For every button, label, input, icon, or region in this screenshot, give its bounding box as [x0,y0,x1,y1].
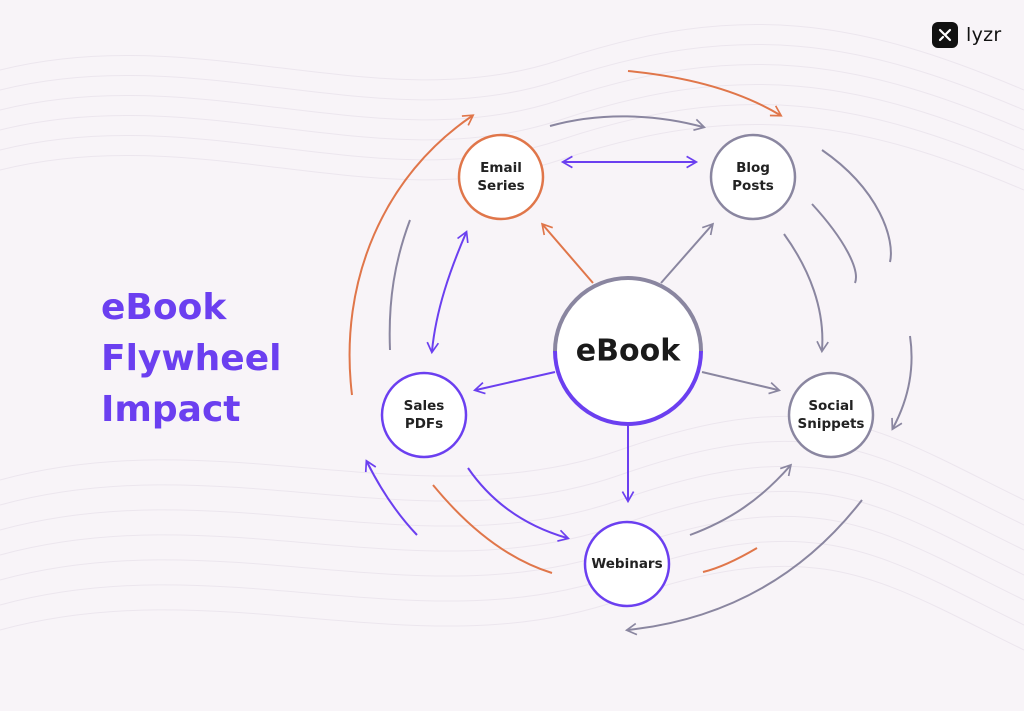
label-email-series-line2: Series [477,178,525,194]
label-social-snippets-line1: Social [808,398,854,414]
outer-arc-gray-bottom [624,499,863,636]
label-blog-posts: Blog Posts [732,159,774,195]
label-sales-pdfs-line2: PDFs [404,416,444,432]
label-social-snippets: Social Snippets [798,397,865,433]
center-label: eBook [575,333,681,369]
outer-arc-orange-top [627,70,783,117]
center-circle [555,278,701,424]
outer-arc-gray-right-3 [891,335,913,431]
node-social-snippets [787,371,875,459]
node-webinars [583,520,671,608]
outer-arc-orange-bottom-left [432,484,553,574]
outer-arc-gray-right-2 [811,203,857,284]
label-sales-pdfs-line1: Sales [403,398,445,414]
outer-arc-orange-bottom-right [702,547,758,573]
label-email-series-line1: Email [480,160,522,176]
spoke-blog [660,222,715,284]
outer-arc-purple-bottom-left [364,459,418,536]
page-title: eBook Flywheel Impact [101,282,341,435]
title-line-3: Impact [101,389,241,430]
brand-name: lyzr [966,24,1002,46]
node-email-series [457,133,545,221]
title-line-2: Flywheel [101,338,282,379]
label-social-snippets-line2: Snippets [797,416,865,432]
title-line-1: eBook [101,287,227,328]
spoke-email [540,222,594,284]
node-sales-pdfs [380,371,468,459]
label-webinars: Webinars [591,555,662,573]
outer-arc-gray-top [549,115,706,132]
label-blog-posts-line2: Posts [732,178,774,194]
brand: lyzr [932,22,1002,48]
label-blog-posts-line1: Blog [736,160,770,176]
spoke-social [701,371,782,395]
outer-arc-gray-webinar-social [689,463,793,536]
label-webinars-line1: Webinars [591,556,663,572]
label-sales-pdfs: Sales PDFs [404,397,445,433]
node-blog-posts [709,133,797,221]
center-ring-bottom [553,350,703,426]
outer-arc-gray-left [388,219,411,351]
spoke-sales [472,371,556,395]
label-email-series: Email Series [477,159,524,195]
lyzr-logo-icon [932,22,958,48]
outer-arc-orange-left [348,114,475,396]
outer-arc-gray-right-1 [821,149,892,263]
center-ring-top [553,276,703,352]
outer-arc-purple-sales-webinar [467,467,570,542]
arrow-email-sales [426,230,469,355]
outer-arc-gray-blog-social [783,233,829,354]
